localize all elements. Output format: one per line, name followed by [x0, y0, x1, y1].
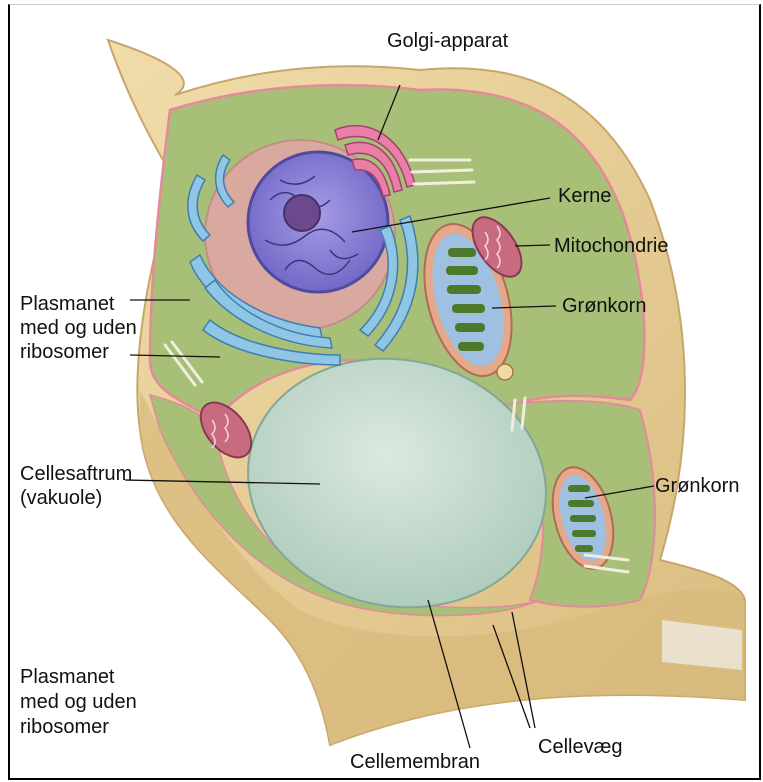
label-mitochondrie: Mitochondrie — [554, 234, 669, 258]
label-cellesaftrum-line1: Cellesaftrum — [20, 462, 132, 486]
label-kerne: Kerne — [558, 184, 611, 208]
nucleolus — [284, 195, 320, 231]
vesicle — [497, 364, 513, 380]
label-golgi: Golgi-apparat — [387, 29, 508, 53]
label-gronkorn-1: Grønkorn — [562, 294, 646, 318]
label-plasmanet-lower-line1: Plasmanet — [20, 665, 115, 689]
label-gronkorn-2: Grønkorn — [655, 474, 739, 498]
label-cellesaftrum-line2: (vakuole) — [20, 486, 102, 510]
label-plasmanet-upper-line2: med og uden — [20, 316, 137, 340]
label-plasmanet-upper-line1: Plasmanet — [20, 292, 115, 316]
label-plasmanet-lower-line2: med og uden — [20, 690, 137, 714]
label-plasmanet-upper-line3: ribosomer — [20, 340, 109, 364]
label-cellemembran: Cellemembran — [350, 750, 480, 774]
label-cellevaeg: Cellevæg — [538, 735, 622, 759]
label-plasmanet-lower-line3: ribosomer — [20, 715, 109, 739]
